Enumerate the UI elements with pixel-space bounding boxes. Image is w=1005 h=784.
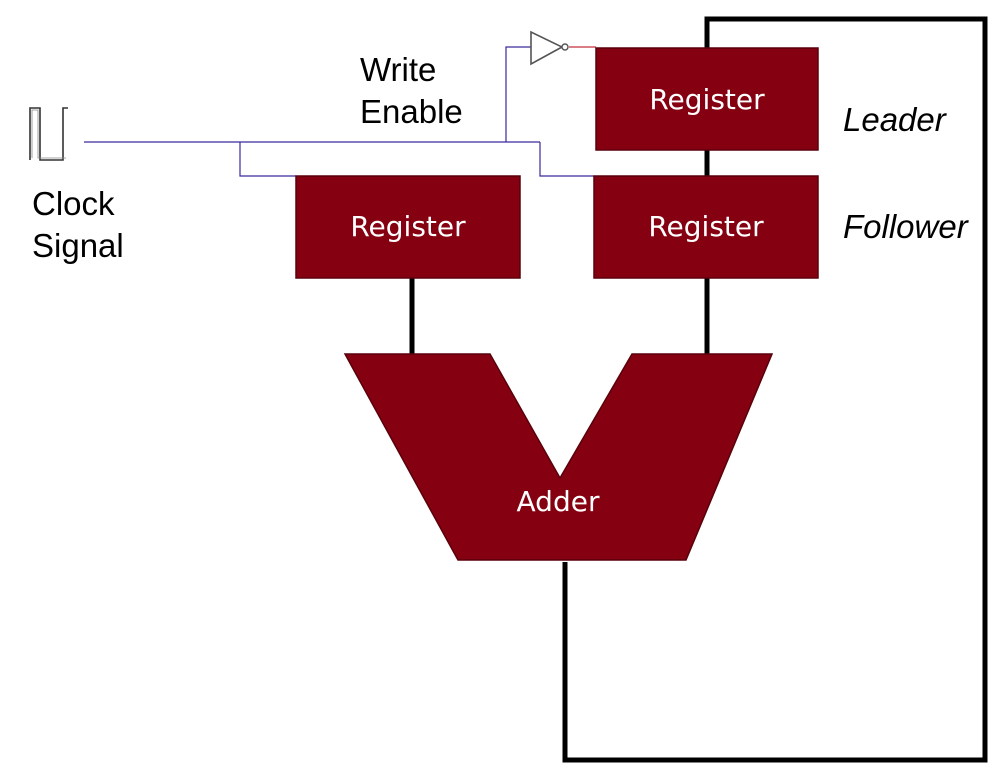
register-follower: Register: [593, 175, 819, 279]
feedback-wire: [562, 16, 988, 763]
clock-wire: [84, 46, 594, 177]
register-leader: Register: [595, 47, 819, 151]
clock-waveform-icon: [29, 107, 68, 161]
adder-label: Adder: [517, 485, 600, 518]
inverter-gate-icon: [530, 30, 569, 66]
clock-signal-label-line2: Signal: [32, 227, 124, 264]
register-leader-label: Register: [649, 83, 765, 116]
leader-label: Leader: [843, 101, 948, 138]
write-enable-label-line2: Enable: [360, 93, 463, 130]
clock-signal-label-line1: Clock: [32, 185, 115, 222]
register-left: Register: [295, 175, 521, 279]
follower-label: Follower: [843, 208, 970, 245]
adder: Adder: [343, 353, 774, 561]
write-enable-label-line1: Write: [360, 51, 436, 88]
register-left-label: Register: [350, 210, 466, 243]
register-follower-label: Register: [648, 210, 764, 243]
